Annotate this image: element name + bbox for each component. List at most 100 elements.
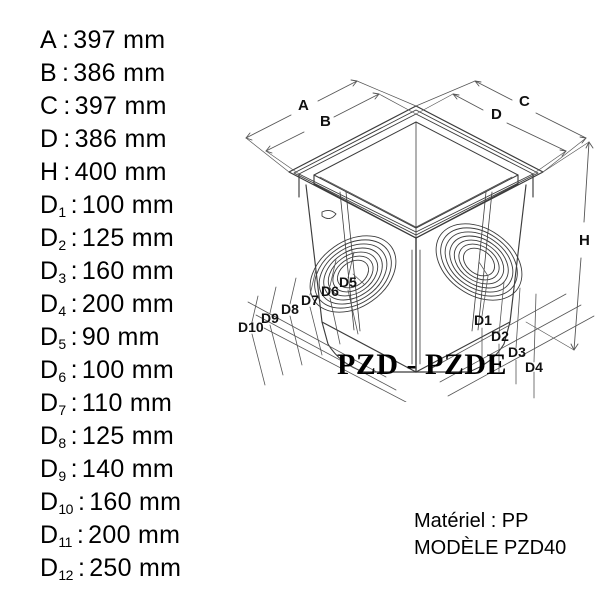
spec-separator: : [70,290,78,318]
dimension-label-d9: D9 [261,310,279,326]
spec-separator: : [77,488,86,516]
spec-key: D12 [40,554,73,583]
spec-row: D7:110 mm [40,387,255,420]
dimension-line-d [415,93,567,175]
spec-key: D5 [40,323,66,352]
dimension-label-d7: D7 [301,292,319,308]
spec-value: 200 mm [81,290,175,318]
spec-row: D:386 mm [40,123,255,156]
spec-value: 160 mm [81,257,175,285]
spec-key: D1 [40,191,66,220]
spec-value: 110 mm [81,389,173,417]
dimension-label-d1: D1 [474,312,492,328]
spec-row: H:400 mm [40,156,255,189]
spec-key-subscript: 2 [58,237,66,253]
spec-key-subscript: 10 [58,501,73,517]
model-title: PZD - PZDE [337,348,507,381]
spec-value: 100 mm [81,191,175,219]
spec-row: D11:200 mm [40,519,255,552]
spec-row: D2:125 mm [40,222,255,255]
footer-info: Matériel : PP MODÈLE PZD40 [414,508,566,562]
spec-key: D6 [40,356,66,385]
spec-row: D5:90 mm [40,321,255,354]
dimension-label-d6: D6 [321,283,339,299]
spec-key: D8 [40,422,66,451]
chamber-inner-opening [313,121,519,239]
spec-key: D3 [40,257,66,286]
spec-key: H [40,158,59,186]
spec-key-subscript: 11 [58,534,72,550]
product-technical-drawing: A B C D H D1 D2 D3 D4 D5 D6 D7 D8 D9 D10 [236,72,600,402]
spec-separator: : [61,26,70,54]
spec-separator: : [63,92,71,120]
spec-key: C [40,92,59,120]
spec-key: D7 [40,389,66,418]
spec-value: 386 mm [74,125,167,153]
spec-row: B:386 mm [40,57,255,90]
model-line: MODÈLE PZD40 [414,537,567,559]
spec-row: D6:100 mm [40,354,255,387]
dimension-line-h [525,141,594,351]
spec-row: D4:200 mm [40,288,255,321]
dimension-label-h: H [579,232,590,249]
spec-key-subscript: 6 [58,369,66,385]
chamber-body [288,105,544,373]
dimension-band-right-pipe [431,261,595,399]
spec-key: D [40,125,59,153]
spec-separator: : [77,554,86,582]
spec-value: 397 mm [74,92,167,120]
spec-row: C:397 mm [40,90,255,123]
dimension-label-b: B [320,113,331,130]
dimension-label-d5: D5 [339,274,357,290]
dimension-label-d4: D4 [525,359,543,375]
right-pipe-outlet [435,223,523,301]
spec-separator: : [76,521,85,549]
spec-row: D3:160 mm [40,255,255,288]
spec-row: D9:140 mm [40,453,255,486]
dimension-line-c [415,80,587,173]
spec-row: D1:100 mm [40,189,255,222]
spec-value: 397 mm [73,26,166,54]
spec-value: 386 mm [73,59,166,87]
spec-separator: : [70,191,78,219]
dimension-label-d3: D3 [508,344,526,360]
chamber-walls [298,173,534,373]
spec-separator: : [70,356,78,384]
spec-key: D11 [40,521,72,550]
spec-separator: : [70,422,78,450]
spec-value: 160 mm [89,488,182,516]
spec-key: B [40,59,57,87]
spec-value: 200 mm [88,521,181,549]
spec-separator: : [61,59,70,87]
spec-key-subscript: 4 [58,303,66,319]
spec-key: D9 [40,455,66,484]
dimension-label-d2: D2 [491,328,509,344]
spec-separator: : [63,125,71,153]
dimension-label-group: A B C D H D1 D2 D3 D4 D5 D6 D7 D8 D9 D10 [238,93,590,375]
spec-key-subscript: 3 [58,270,66,286]
spec-value: 125 mm [81,422,175,450]
spec-separator: : [70,224,78,252]
spec-key: A [40,26,57,54]
dimension-line-b [265,92,417,175]
spec-key-subscript: 1 [58,204,66,220]
spec-row: A:397 mm [40,24,255,57]
dimension-label-d10: D10 [238,319,264,335]
spec-key-subscript: 9 [58,468,66,484]
spec-key-subscript: 12 [58,567,73,583]
spec-row: D8:125 mm [40,420,255,453]
dimension-label-d8: D8 [281,301,299,317]
dimension-label-c: C [519,93,530,110]
spec-value: 400 mm [74,158,167,186]
spec-key: D4 [40,290,66,319]
spec-row: D12:250 mm [40,552,255,585]
spec-value: 90 mm [81,323,160,351]
spec-separator: : [70,389,78,417]
spec-separator: : [63,158,71,186]
spec-separator: : [70,323,78,351]
spec-value: 125 mm [81,224,175,252]
spec-key-subscript: 5 [58,336,66,352]
dimension-band-left-pipe [247,251,407,402]
